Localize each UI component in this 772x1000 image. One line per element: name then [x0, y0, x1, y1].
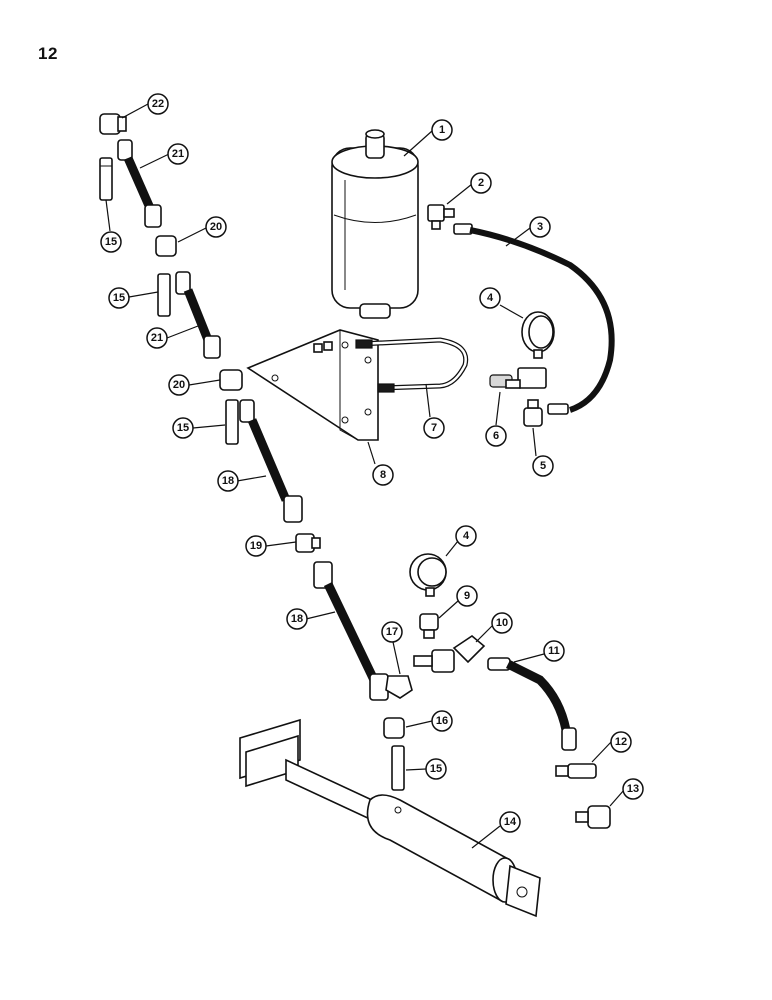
tee-fitting-2 — [427, 204, 455, 230]
svg-text:17: 17 — [386, 626, 398, 638]
elbow-fitting-13 — [575, 805, 611, 829]
elbow-fitting-16 — [383, 717, 405, 739]
block-fitting-6 — [489, 367, 547, 389]
pressure-gauge-lower — [409, 553, 447, 597]
elbow-fitting-5 — [523, 399, 543, 427]
svg-text:10: 10 — [496, 617, 508, 629]
hose-21-middle — [175, 271, 221, 359]
callout-5: 5 — [532, 455, 554, 477]
callout-18-upper: 18 — [217, 470, 239, 492]
svg-text:4: 4 — [463, 530, 470, 542]
callout-15-third: 15 — [172, 417, 194, 439]
u-bolt — [355, 337, 469, 393]
callout-14: 14 — [499, 811, 521, 833]
callout-21-middle: 21 — [146, 327, 168, 349]
accumulator-canister — [331, 129, 419, 319]
callout-9: 9 — [456, 585, 478, 607]
callout-2: 2 — [470, 172, 492, 194]
svg-text:15: 15 — [430, 763, 442, 775]
svg-text:16: 16 — [436, 715, 448, 727]
svg-text:20: 20 — [173, 379, 185, 391]
block-fitting-10 — [413, 635, 486, 673]
callout-10: 10 — [491, 612, 513, 634]
svg-text:15: 15 — [177, 422, 189, 434]
callout-15-bottom: 15 — [425, 758, 447, 780]
hose-18-lower — [313, 561, 389, 701]
svg-text:5: 5 — [540, 460, 546, 472]
svg-text:20: 20 — [210, 221, 222, 233]
svg-text:7: 7 — [431, 422, 437, 434]
callout-20-top: 20 — [205, 216, 227, 238]
tee-fitting-9 — [419, 613, 439, 639]
svg-text:22: 22 — [152, 98, 164, 110]
callout-13: 13 — [622, 778, 644, 800]
svg-text:11: 11 — [548, 645, 560, 657]
callout-21-top: 21 — [167, 143, 189, 165]
svg-text:12: 12 — [615, 736, 627, 748]
callout-19: 19 — [245, 535, 267, 557]
hose-11 — [487, 657, 577, 751]
svg-text:6: 6 — [493, 430, 499, 442]
svg-text:8: 8 — [380, 469, 386, 481]
svg-text:15: 15 — [113, 292, 125, 304]
svg-text:4: 4 — [487, 292, 494, 304]
callout-18-lower: 18 — [286, 608, 308, 630]
callout-1: 1 — [431, 119, 453, 141]
hose-3 — [453, 223, 615, 415]
callout-22: 22 — [147, 93, 169, 115]
callout-7: 7 — [423, 417, 445, 439]
pressure-gauge-top — [521, 311, 555, 359]
hose-18-upper — [239, 399, 303, 523]
svg-text:21: 21 — [151, 332, 163, 344]
pipe-nipple-15a — [99, 157, 113, 201]
callout-4-top: 4 — [479, 287, 501, 309]
svg-text:1: 1 — [439, 124, 445, 136]
svg-text:2: 2 — [478, 177, 484, 189]
pipe-nipple-15c — [225, 399, 239, 445]
svg-text:13: 13 — [627, 783, 639, 795]
callout-4-lower: 4 — [455, 525, 477, 547]
svg-text:9: 9 — [464, 590, 470, 602]
callout-12: 12 — [610, 731, 632, 753]
svg-text:3: 3 — [537, 221, 543, 233]
elbow-fitting-22 — [99, 113, 127, 135]
elbow-fitting-20-middle — [219, 369, 243, 391]
callout-15-second: 15 — [108, 287, 130, 309]
callout-8: 8 — [372, 464, 394, 486]
callout-16: 16 — [431, 710, 453, 732]
pipe-nipple-15b — [157, 273, 171, 317]
svg-text:18: 18 — [291, 613, 303, 625]
elbow-fitting-20-top — [155, 235, 177, 257]
hose-21-top — [117, 139, 162, 228]
tee-fitting-12 — [555, 763, 597, 779]
callout-20-middle: 20 — [168, 374, 190, 396]
svg-text:15: 15 — [105, 236, 117, 248]
callout-15-top: 15 — [100, 231, 122, 253]
plug-17 — [385, 675, 413, 699]
callout-11: 11 — [543, 640, 565, 662]
elbow-fitting-19 — [295, 533, 321, 553]
callout-17: 17 — [381, 621, 403, 643]
hydraulic-cylinder — [239, 718, 541, 918]
page-number: 12 — [38, 44, 58, 63]
svg-text:21: 21 — [172, 148, 184, 160]
callout-3: 3 — [529, 216, 551, 238]
callout-6: 6 — [485, 425, 507, 447]
pipe-nipple-15d — [391, 745, 405, 791]
leader-lines — [105, 103, 625, 849]
svg-text:18: 18 — [222, 475, 234, 487]
svg-text:14: 14 — [504, 816, 517, 828]
svg-text:19: 19 — [250, 540, 262, 552]
